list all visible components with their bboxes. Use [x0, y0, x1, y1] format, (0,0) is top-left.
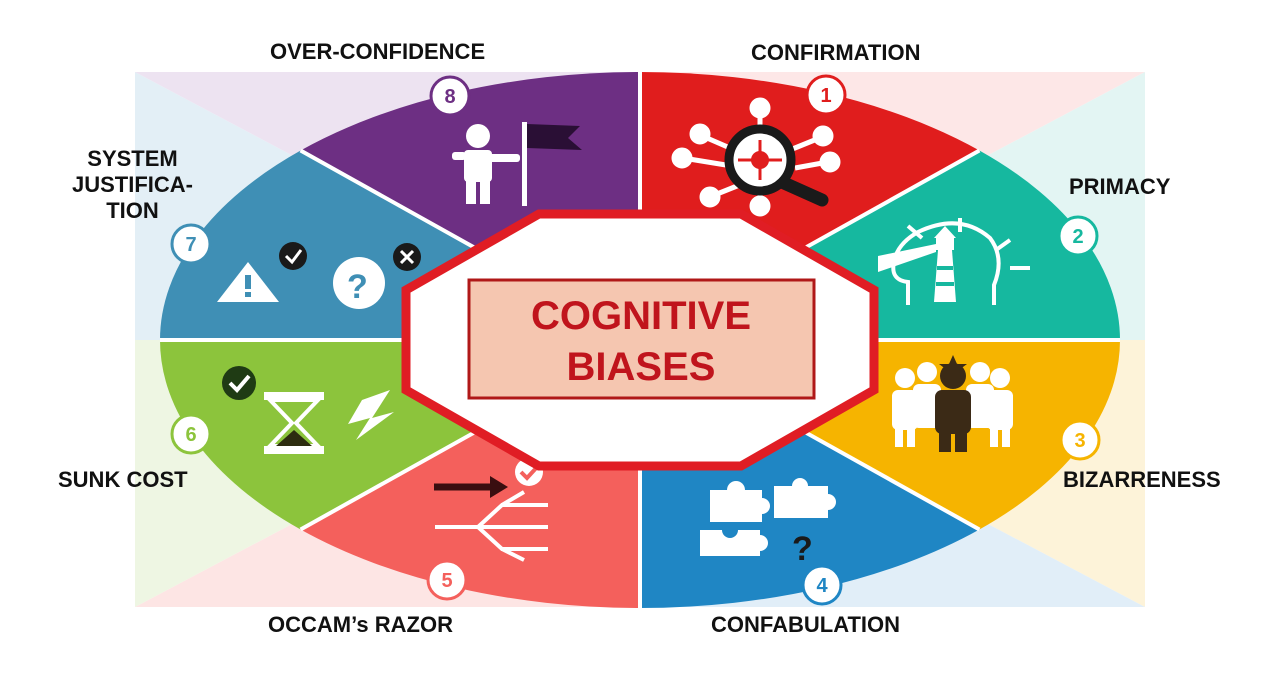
badge-4: 4 [801, 564, 843, 606]
center-octagon: COGNITIVE BIASES [401, 209, 879, 471]
label-system-justification-line-2: JUSTIFICA- [72, 172, 193, 197]
badge-number-7: 7 [185, 234, 196, 256]
badge-2: 2 [1057, 215, 1099, 257]
label-confirmation: CONFIRMATION [751, 40, 921, 65]
label-occams-razor: OCCAM’s RAZOR [268, 612, 453, 637]
label-system-justification: SYSTEM JUSTIFICA- TION [50, 146, 215, 224]
title-line-2: BIASES [567, 345, 716, 389]
title-box [467, 278, 816, 400]
hourglass-lightning-icon [222, 366, 394, 454]
label-primacy: PRIMACY [1069, 174, 1171, 199]
badge-6: 6 [170, 413, 212, 455]
badge-number-1: 1 [820, 85, 831, 107]
warning-question-icon: ? [217, 242, 421, 309]
title-line-1: COGNITIVE [531, 294, 751, 338]
svg-text:?: ? [792, 530, 813, 568]
badge-7: 7 [170, 223, 212, 265]
badge-5: 5 [426, 559, 468, 601]
label-bizarreness: BIZARRENESS [1063, 467, 1221, 492]
magnifier-network-icon [671, 97, 841, 217]
badge-number-4: 4 [816, 575, 828, 597]
label-sunk-cost: SUNK COST [58, 467, 188, 492]
svg-text:?: ? [347, 268, 368, 306]
badge-number-3: 3 [1074, 430, 1085, 452]
label-confabulation: CONFABULATION [711, 612, 901, 637]
standout-person-icon [892, 355, 1013, 452]
label-system-justification-line-3: TION [106, 198, 159, 223]
badge-1: 1 [805, 74, 847, 116]
badge-number-5: 5 [441, 570, 452, 592]
person-flag-icon [452, 122, 582, 206]
badge-8: 8 [429, 75, 471, 117]
label-system-justification-line-1: SYSTEM [87, 146, 178, 171]
badge-number-2: 2 [1072, 226, 1083, 248]
puzzle-question-icon: ? [700, 478, 836, 568]
label-over-confidence: OVER-CONFIDENCE [270, 39, 486, 64]
badge-3: 3 [1059, 419, 1101, 461]
head-lighthouse-icon [878, 218, 1030, 305]
badge-number-6: 6 [185, 424, 196, 446]
badge-number-8: 8 [444, 86, 455, 108]
